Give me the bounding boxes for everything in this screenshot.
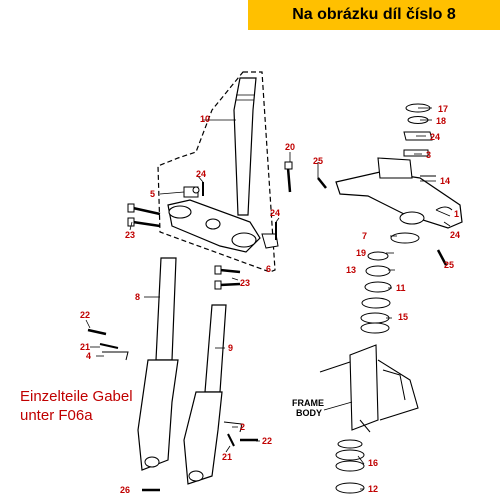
part-number-banner: Na obrázku díl číslo 8 (248, 0, 500, 30)
frame-head (319, 344, 419, 433)
callout-25-right: 25 (444, 260, 454, 270)
callout-24-top: 24 (430, 132, 440, 142)
exploded-view-note: Einzelteile Gabel unter F06a (20, 387, 133, 425)
bearing-stack (360, 232, 420, 334)
callout-18: 18 (436, 116, 446, 126)
callout-1: 1 (454, 209, 459, 219)
callout-21-right: 21 (222, 452, 232, 462)
lower-triple-clamp (167, 186, 261, 253)
callout-24-clip: 24 (270, 208, 280, 218)
callout-numbers: 17 18 24 3 14 1 24 7 19 13 11 15 25 10 5… (80, 104, 460, 495)
bolt-20 (286, 167, 292, 193)
callout-14: 14 (440, 176, 450, 186)
callout-11: 11 (396, 283, 406, 293)
upper-bracket (335, 157, 463, 266)
top-nut-stack (403, 103, 433, 157)
callout-7: 7 (362, 231, 367, 241)
lower-bearing-stack (335, 439, 365, 494)
callout-15: 15 (398, 312, 408, 322)
callout-2: 2 (240, 422, 245, 432)
clamp-bolts (127, 203, 241, 290)
clip-6 (261, 233, 279, 249)
steering-stem (233, 77, 257, 216)
callout-16: 16 (368, 458, 378, 468)
callout-24-mid: 24 (196, 169, 206, 179)
screw-25-top (317, 177, 327, 189)
callout-19: 19 (356, 248, 366, 258)
callout-21-left: 21 (80, 342, 90, 352)
callout-5: 5 (150, 189, 155, 199)
callout-25-top: 25 (313, 156, 323, 166)
callout-8: 8 (135, 292, 140, 302)
callout-3: 3 (426, 150, 431, 160)
callout-26: 26 (120, 485, 130, 495)
callout-4: 4 (86, 351, 91, 361)
callout-9: 9 (228, 343, 233, 353)
note-line-1: Einzelteile Gabel (20, 388, 133, 405)
callout-13: 13 (346, 265, 356, 275)
leader-lines (85, 107, 451, 491)
callout-6: 6 (266, 264, 271, 274)
callout-23-mid: 23 (240, 278, 250, 288)
assembly-outline (157, 71, 276, 273)
callout-22-right: 22 (262, 436, 272, 446)
callout-10: 10 (200, 114, 210, 124)
callout-24-right: 24 (450, 230, 460, 240)
fork-leg-9 (183, 304, 227, 485)
note-line-2: unter F06a (20, 407, 93, 424)
fork-leg-8 (137, 257, 179, 471)
frame-body-label-2: BODY (296, 408, 322, 418)
frame-body-label-1: FRAME (292, 398, 324, 408)
callout-22-left: 22 (80, 310, 90, 320)
callout-20: 20 (285, 142, 295, 152)
callout-12: 12 (368, 484, 378, 494)
callout-23-left: 23 (125, 230, 135, 240)
callout-17: 17 (438, 104, 448, 114)
